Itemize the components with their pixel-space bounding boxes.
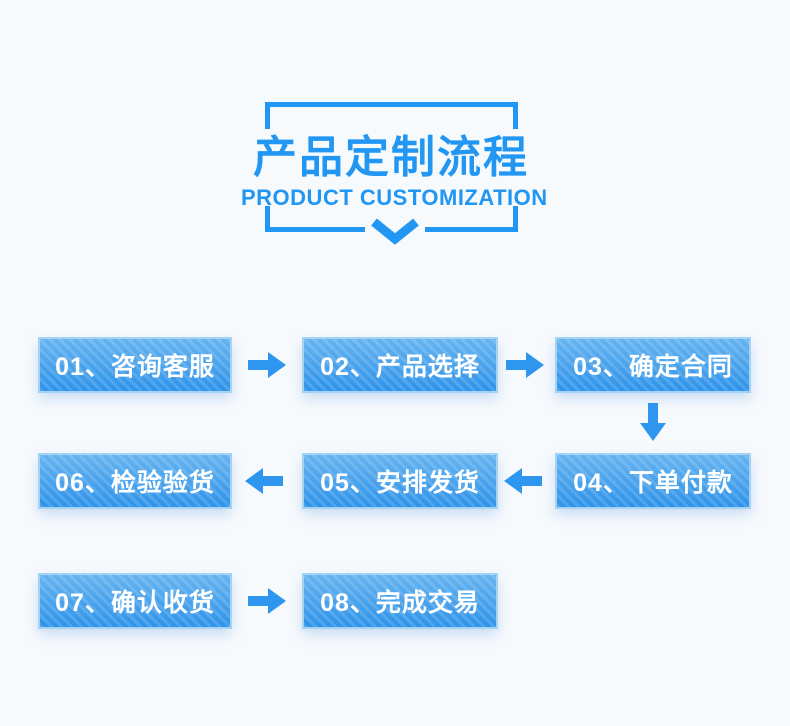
step-label: 03、确定合同 [573,353,733,381]
step-box-03: 03、确定合同 [555,337,751,393]
step-label: 02、产品选择 [320,353,480,381]
title-frame-bottom-left-line [265,227,365,232]
title-frame-bottom-right-vert [513,206,518,232]
title-frame-top-left-drop [265,102,270,129]
arrow-left-icon [245,468,283,494]
step-box-08: 08、完成交易 [302,573,498,629]
step-box-01: 01、咨询客服 [38,337,232,393]
step-label: 07、确认收货 [55,589,215,617]
step-box-07: 07、确认收货 [38,573,232,629]
step-label: 08、完成交易 [320,589,480,617]
title-frame-bottom-right-line [425,227,518,232]
page-subtitle: PRODUCT CUSTOMIZATION [241,185,548,210]
step-label: 01、咨询客服 [55,353,215,381]
title-frame-bottom-left-vert [265,206,270,232]
step-box-06: 06、检验验货 [38,453,232,509]
page-title: 产品定制流程 [253,133,529,182]
step-box-05: 05、安排发货 [302,453,498,509]
arrow-right-icon [248,352,286,378]
step-box-04: 04、下单付款 [555,453,751,509]
chevron-down-icon [369,218,421,246]
step-label: 05、安排发货 [320,469,480,497]
title-frame-top-right-drop [513,102,518,129]
arrow-right-icon [248,588,286,614]
step-label: 04、下单付款 [573,469,733,497]
title-frame-top-line [265,102,518,107]
arrow-left-icon [504,468,542,494]
step-box-02: 02、产品选择 [302,337,498,393]
arrow-down-icon [640,403,666,441]
title-block: 产品定制流程 PRODUCT CUSTOMIZATION [241,132,548,210]
step-label: 06、检验验货 [55,469,215,497]
arrow-right-icon [506,352,544,378]
